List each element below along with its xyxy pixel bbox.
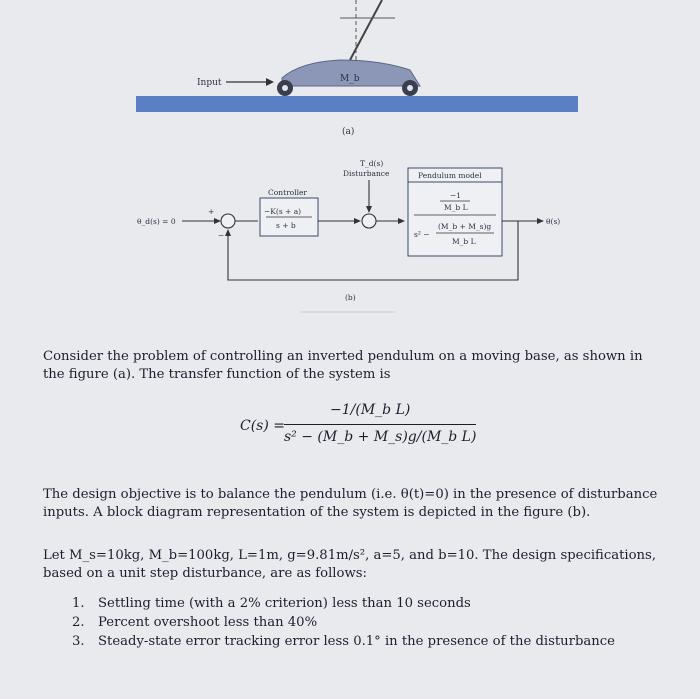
list-item-number: 3.: [72, 634, 85, 649]
pendulum-model-title: Pendulum model: [418, 171, 482, 180]
figure-b: θ_d(s) = 0 + − Controller −K(s + a) s + …: [137, 159, 560, 313]
controller-denominator: s + b: [276, 221, 296, 230]
caption-a: (a): [342, 126, 354, 137]
model-den-prefix: s² −: [414, 230, 430, 239]
list-item: 3. Steady-state error tracking error les…: [72, 632, 632, 651]
paragraph-intro: Consider the problem of controlling an i…: [43, 349, 643, 382]
disturbance-label: T_d(s): [360, 159, 383, 168]
caption-b: (b): [345, 293, 356, 302]
cart-wheel-right-hub: [407, 85, 413, 91]
transfer-function-equation: C(s) = −1/(M_b L) s² − (M_b + M_s)g/(M_b…: [240, 402, 500, 458]
pendulum-model-block: [407, 181, 503, 257]
summing-junction-2: [361, 213, 377, 229]
equation-denominator: s² − (M_b + M_s)g/(M_b L): [284, 429, 477, 445]
equation-fraction-bar: [284, 424, 476, 425]
feedback-arrowhead: [225, 229, 231, 236]
list-item-text: Settling time (with a 2% criterion) less…: [98, 596, 471, 611]
sum2-arrowhead: [398, 218, 405, 224]
figure-a: M_b Input (a): [136, 0, 578, 137]
list-item-text: Steady-state error tracking error less 0…: [98, 634, 615, 649]
list-item: 1. Settling time (with a 2% criterion) l…: [72, 594, 632, 613]
list-item: 2. Percent overshoot less than 40%: [72, 613, 632, 632]
input-arrowhead: [266, 78, 274, 86]
cart-mass-label: M_b: [340, 74, 360, 84]
sum1-minus: −: [218, 231, 224, 240]
controller-arrowhead: [354, 218, 361, 224]
design-specifications-list: 1. Settling time (with a 2% criterion) l…: [72, 594, 632, 651]
pendulum-rod: [349, 0, 383, 61]
model-numerator: −1: [450, 191, 461, 200]
paragraph-objective: The design objective is to balance the p…: [43, 487, 658, 521]
figure: M_b Input (a) θ_d(s) = 0 + − Controller: [136, 0, 578, 313]
cart-wheel-left-hub: [282, 85, 288, 91]
equation-numerator: −1/(M_b L): [330, 402, 411, 418]
disturbance-arrowhead: [366, 206, 372, 213]
paragraph-parameters: Let M_s=10kg, M_b=100kg, L=1m, g=9.81m/s…: [43, 548, 657, 582]
ref-arrowhead: [214, 218, 221, 224]
feedback-path: [227, 221, 519, 281]
disturbance-word: Disturbance: [343, 169, 390, 178]
cart-body: [281, 59, 421, 87]
controller-numerator: −K(s + a): [264, 207, 301, 216]
list-item-text: Percent overshoot less than 40%: [98, 615, 318, 630]
list-item-number: 2.: [72, 615, 85, 630]
reference-input-label: θ_d(s) = 0: [137, 217, 176, 226]
equation-lhs: C(s) =: [240, 418, 286, 434]
output-label: θ(s): [546, 217, 560, 226]
model-den-frac-den: M_b L: [452, 237, 476, 246]
input-label: Input: [197, 78, 222, 88]
problem-text: Consider the problem of controlling an i…: [43, 348, 663, 384]
model-den-frac-num: (M_b + M_s)g: [438, 222, 491, 231]
controller-title: Controller: [268, 188, 307, 197]
sum1-plus: +: [208, 207, 214, 216]
output-arrowhead: [537, 218, 544, 224]
summing-junction-1: [220, 213, 236, 229]
track: [136, 96, 578, 112]
list-item-number: 1.: [72, 596, 85, 611]
model-num-den: M_b L: [444, 203, 468, 212]
